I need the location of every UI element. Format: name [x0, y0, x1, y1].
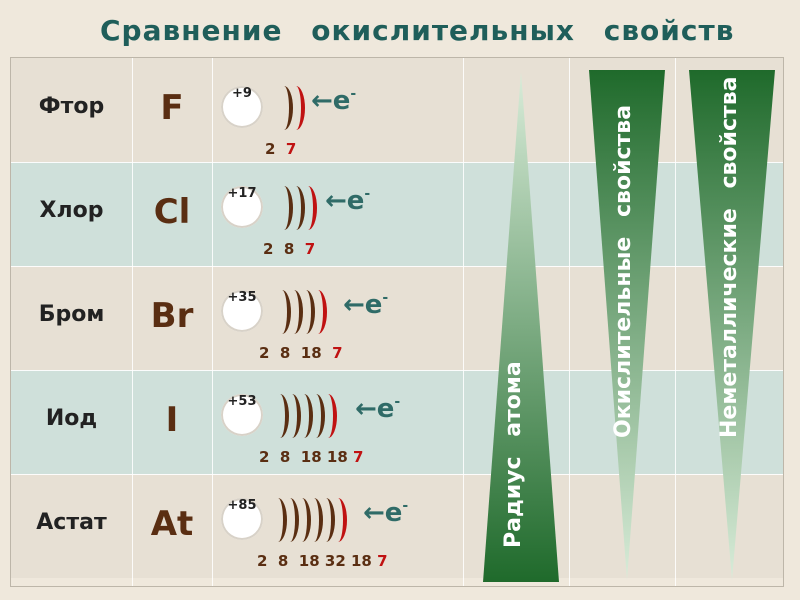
row-divider [11, 474, 783, 475]
table-row [11, 474, 783, 578]
electron-shell-outer [287, 86, 305, 130]
element-name: Хлор [39, 198, 104, 223]
row-divider [11, 266, 783, 267]
shell-distribution: 2 7 [265, 140, 297, 158]
element-name: Бром [38, 302, 105, 327]
nucleus-charge: +35 [227, 290, 257, 305]
radius-triangle [483, 72, 559, 582]
column-divider [463, 58, 464, 586]
electron-shell-outer [329, 498, 347, 542]
column-divider [212, 58, 213, 586]
element-symbol: I [165, 400, 179, 440]
comparison-table: Фтор F +9 ←e- 2 7 Хлор Cl +17 ←e- 2 8 7 … [10, 57, 784, 587]
radius-label: Радиус атома [501, 361, 526, 548]
element-name: Фтор [38, 94, 105, 119]
electron-arrow: ←e- [311, 86, 357, 116]
nucleus: +85 [221, 498, 263, 540]
element-symbol: Br [150, 296, 194, 336]
electron-shell-outer [299, 186, 317, 230]
nucleus: +17 [221, 186, 263, 228]
electron-shell-outer [319, 394, 337, 438]
nucleus-charge: +85 [227, 498, 257, 513]
element-name: Иод [45, 406, 98, 431]
oxidizing-triangle [589, 70, 665, 580]
nucleus-charge: +53 [227, 394, 257, 409]
element-symbol: At [150, 504, 194, 544]
nucleus-charge: +9 [232, 86, 252, 101]
nucleus-charge: +17 [227, 186, 257, 201]
row-divider [11, 162, 783, 163]
shell-distribution: 2 8 18 18 7 [259, 448, 364, 466]
title-bar: Сравнение окислительных свойств [0, 0, 800, 56]
oxidizing-label: Окислительные свойства [611, 104, 636, 438]
nucleus: +9 [221, 86, 263, 128]
element-symbol: F [160, 88, 184, 128]
column-divider [569, 58, 570, 586]
nonmetal-triangle [689, 70, 775, 580]
electron-arrow: ←e- [363, 498, 409, 528]
shell-distribution: 2 8 7 [263, 240, 316, 258]
nucleus: +53 [221, 394, 263, 436]
element-name: Астат [36, 510, 107, 535]
row-divider [11, 370, 783, 371]
nucleus: +35 [221, 290, 263, 332]
column-divider [132, 58, 133, 586]
element-symbol: Cl [153, 192, 191, 232]
table-row [11, 266, 783, 370]
page-title: Сравнение окислительных свойств [100, 14, 735, 47]
table-row [11, 370, 783, 474]
electron-arrow: ←e- [325, 186, 371, 216]
column-divider [675, 58, 676, 586]
shell-distribution: 2 8 18 32 18 7 [257, 552, 388, 570]
electron-arrow: ←e- [343, 290, 389, 320]
electron-arrow: ←e- [355, 394, 401, 424]
shell-distribution: 2 8 18 7 [259, 344, 343, 362]
electron-shell-outer [309, 290, 327, 334]
nonmetal-label: Неметаллические свойства [717, 76, 742, 438]
